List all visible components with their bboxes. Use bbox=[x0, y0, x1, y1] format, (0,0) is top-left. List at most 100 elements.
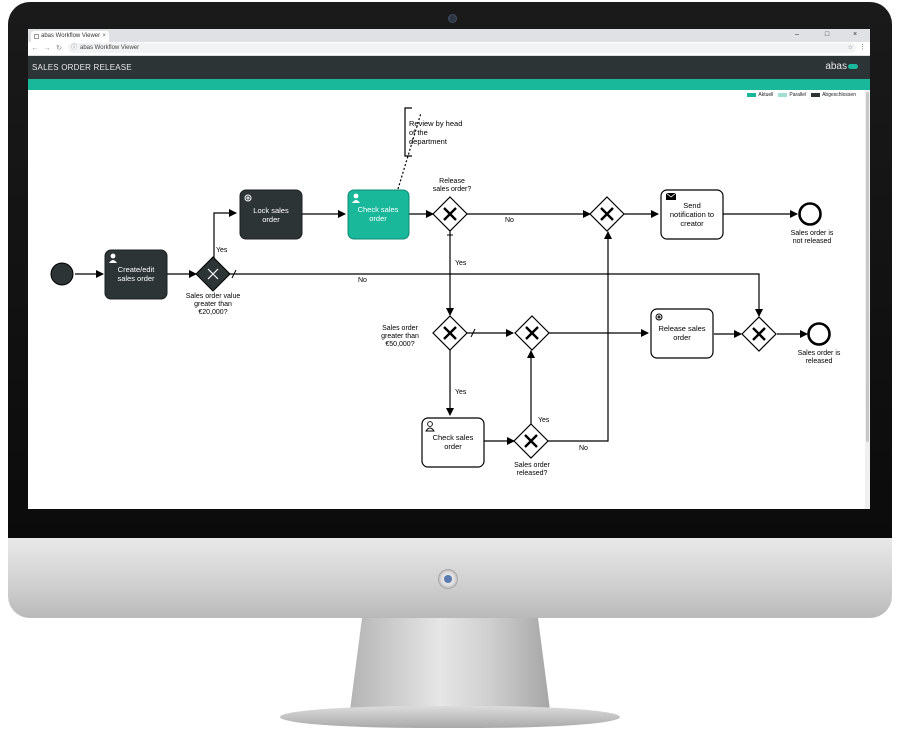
annotation-line3: department bbox=[409, 137, 448, 146]
page-icon bbox=[34, 34, 39, 39]
power-button-icon bbox=[438, 569, 458, 589]
label-released-question-line2: released? bbox=[517, 470, 548, 477]
logo-text: abas bbox=[825, 61, 847, 72]
abas-logo: abas bbox=[825, 61, 858, 73]
browser-tab-strip: abas Workflow Viewer × – □ × bbox=[28, 29, 870, 42]
exclusive-x-icon bbox=[525, 326, 539, 340]
annotation-association bbox=[397, 112, 422, 190]
task-check-second[interactable] bbox=[421, 417, 485, 468]
exclusive-x-icon bbox=[443, 207, 457, 221]
task-create-edit-line1: Create/edit bbox=[118, 265, 156, 274]
flow-label-no: No bbox=[579, 445, 588, 452]
exclusive-x-icon bbox=[524, 434, 538, 448]
legend-swatch bbox=[747, 93, 757, 97]
task-check-current-line1: Check sales bbox=[358, 205, 399, 214]
legend-swatch bbox=[811, 93, 821, 97]
end-event-released[interactable] bbox=[807, 322, 831, 346]
exclusive-x-icon bbox=[443, 326, 457, 340]
label-release-question-line2: sales order? bbox=[433, 186, 472, 193]
task-lock[interactable] bbox=[239, 189, 303, 240]
gateway-released-question[interactable] bbox=[513, 423, 549, 459]
app-header: SALES ORDER RELEASE abas bbox=[28, 56, 870, 79]
legend-item-current: Aktuell bbox=[747, 92, 773, 98]
gear-icon bbox=[655, 313, 663, 321]
task-send-notification-line2: notification to bbox=[670, 210, 714, 219]
task-send-notification-line3: creator bbox=[680, 219, 704, 228]
scrollbar-thumb[interactable] bbox=[866, 92, 869, 442]
default-flow-markers bbox=[231, 234, 476, 338]
annotation-bracket bbox=[404, 107, 412, 157]
gateway-merge-final[interactable] bbox=[741, 316, 777, 352]
info-icon: ⓘ bbox=[71, 45, 78, 51]
annotation-line2: of the bbox=[409, 128, 428, 137]
flow-label-yes: Yes bbox=[455, 260, 467, 267]
flow-label-yes: Yes bbox=[216, 247, 228, 254]
label-value-20000-line3: €20,000? bbox=[198, 309, 227, 316]
flow-yes-to-lock bbox=[213, 209, 237, 258]
label-value-20000-line2: greater than bbox=[194, 301, 232, 308]
label-not-released-line2: not released bbox=[793, 238, 832, 245]
task-release-line1: Release sales bbox=[658, 324, 705, 333]
task-check-second-line2: order bbox=[444, 442, 462, 451]
flow-label-yes: Yes bbox=[455, 389, 467, 396]
legend-label: Aktuell bbox=[758, 92, 774, 98]
label-released-question-line1: Sales order bbox=[514, 462, 550, 469]
label-released-line1: Sales order is bbox=[798, 350, 841, 357]
browser-tab[interactable]: abas Workflow Viewer × bbox=[31, 31, 109, 42]
flow-labels: Yes No No Yes Yes Yes No bbox=[216, 217, 588, 452]
annotation-line1: Review by head bbox=[409, 119, 462, 128]
flow-label-no: No bbox=[358, 277, 367, 284]
legend-item-parallel: Parallel bbox=[778, 92, 806, 98]
tab-close-icon[interactable]: × bbox=[102, 33, 106, 39]
label-not-released-line1: Sales order is bbox=[791, 230, 834, 237]
start-event[interactable] bbox=[50, 262, 74, 286]
bookmark-star-icon[interactable]: ☆ bbox=[847, 45, 853, 51]
task-check-current[interactable] bbox=[347, 189, 410, 240]
gateway-labels: Sales order value greater than €20,000? … bbox=[186, 178, 841, 477]
legend: Aktuell Parallel Abgeschlossen bbox=[747, 92, 856, 98]
exclusive-x-icon bbox=[752, 327, 766, 341]
reload-icon[interactable]: ↻ bbox=[56, 45, 62, 52]
task-release-line2: order bbox=[673, 333, 691, 342]
address-bar-row: ← → ↻ ⓘ abas Workflow Viewer ☆ ⋮ bbox=[28, 42, 870, 56]
flow-label-no: No bbox=[505, 217, 514, 224]
browser-menu-icon[interactable]: ⋮ bbox=[859, 44, 866, 51]
label-greater-50000-line3: €50,000? bbox=[385, 341, 414, 348]
task-check-second-line1: Check sales bbox=[433, 433, 474, 442]
label-release-question-line1: Release bbox=[439, 178, 465, 185]
task-create-edit[interactable] bbox=[104, 249, 168, 300]
gateway-value-20000[interactable] bbox=[195, 256, 231, 292]
label-greater-50000-line1: Sales order bbox=[382, 325, 418, 332]
end-event-not-released[interactable] bbox=[798, 202, 822, 226]
monitor-stand bbox=[350, 618, 550, 710]
gateway-greater-50000[interactable] bbox=[432, 315, 468, 351]
user-task-icon bbox=[109, 253, 117, 263]
task-create-edit-line2: sales order bbox=[117, 274, 155, 283]
maximize-button[interactable]: □ bbox=[824, 31, 830, 38]
gateway-release-question[interactable] bbox=[432, 196, 468, 232]
back-icon[interactable]: ← bbox=[31, 45, 39, 52]
legend-label: Parallel bbox=[789, 92, 807, 98]
page-title: SALES ORDER RELEASE bbox=[32, 63, 132, 72]
gateway-merge-top[interactable] bbox=[589, 196, 625, 232]
exclusive-x-icon bbox=[600, 207, 614, 221]
task-release[interactable] bbox=[650, 308, 714, 359]
close-window-button[interactable]: × bbox=[852, 31, 858, 38]
legend-label: Abgeschlossen bbox=[822, 92, 856, 98]
task-send-notification[interactable] bbox=[660, 189, 724, 240]
forward-icon[interactable]: → bbox=[43, 45, 51, 52]
accent-bar bbox=[28, 79, 870, 90]
workflow-diagram: Create/edit sales order Lock sales order… bbox=[50, 107, 841, 477]
address-bar[interactable]: ⓘ abas Workflow Viewer ☆ bbox=[68, 43, 856, 53]
minimize-button[interactable]: – bbox=[795, 31, 799, 38]
task-lock-line1: Lock sales bbox=[253, 206, 289, 215]
flow-label-yes: Yes bbox=[538, 417, 550, 424]
gateway-merge-middle[interactable] bbox=[514, 315, 550, 351]
user-task-icon bbox=[425, 421, 435, 432]
flow-no-to-final-merge bbox=[230, 273, 763, 317]
label-value-20000-line1: Sales order value bbox=[186, 293, 241, 300]
user-task-icon bbox=[352, 193, 360, 203]
webcam-icon bbox=[448, 14, 457, 23]
legend-item-completed: Abgeschlossen bbox=[811, 92, 856, 98]
flow-no-up bbox=[548, 231, 612, 442]
